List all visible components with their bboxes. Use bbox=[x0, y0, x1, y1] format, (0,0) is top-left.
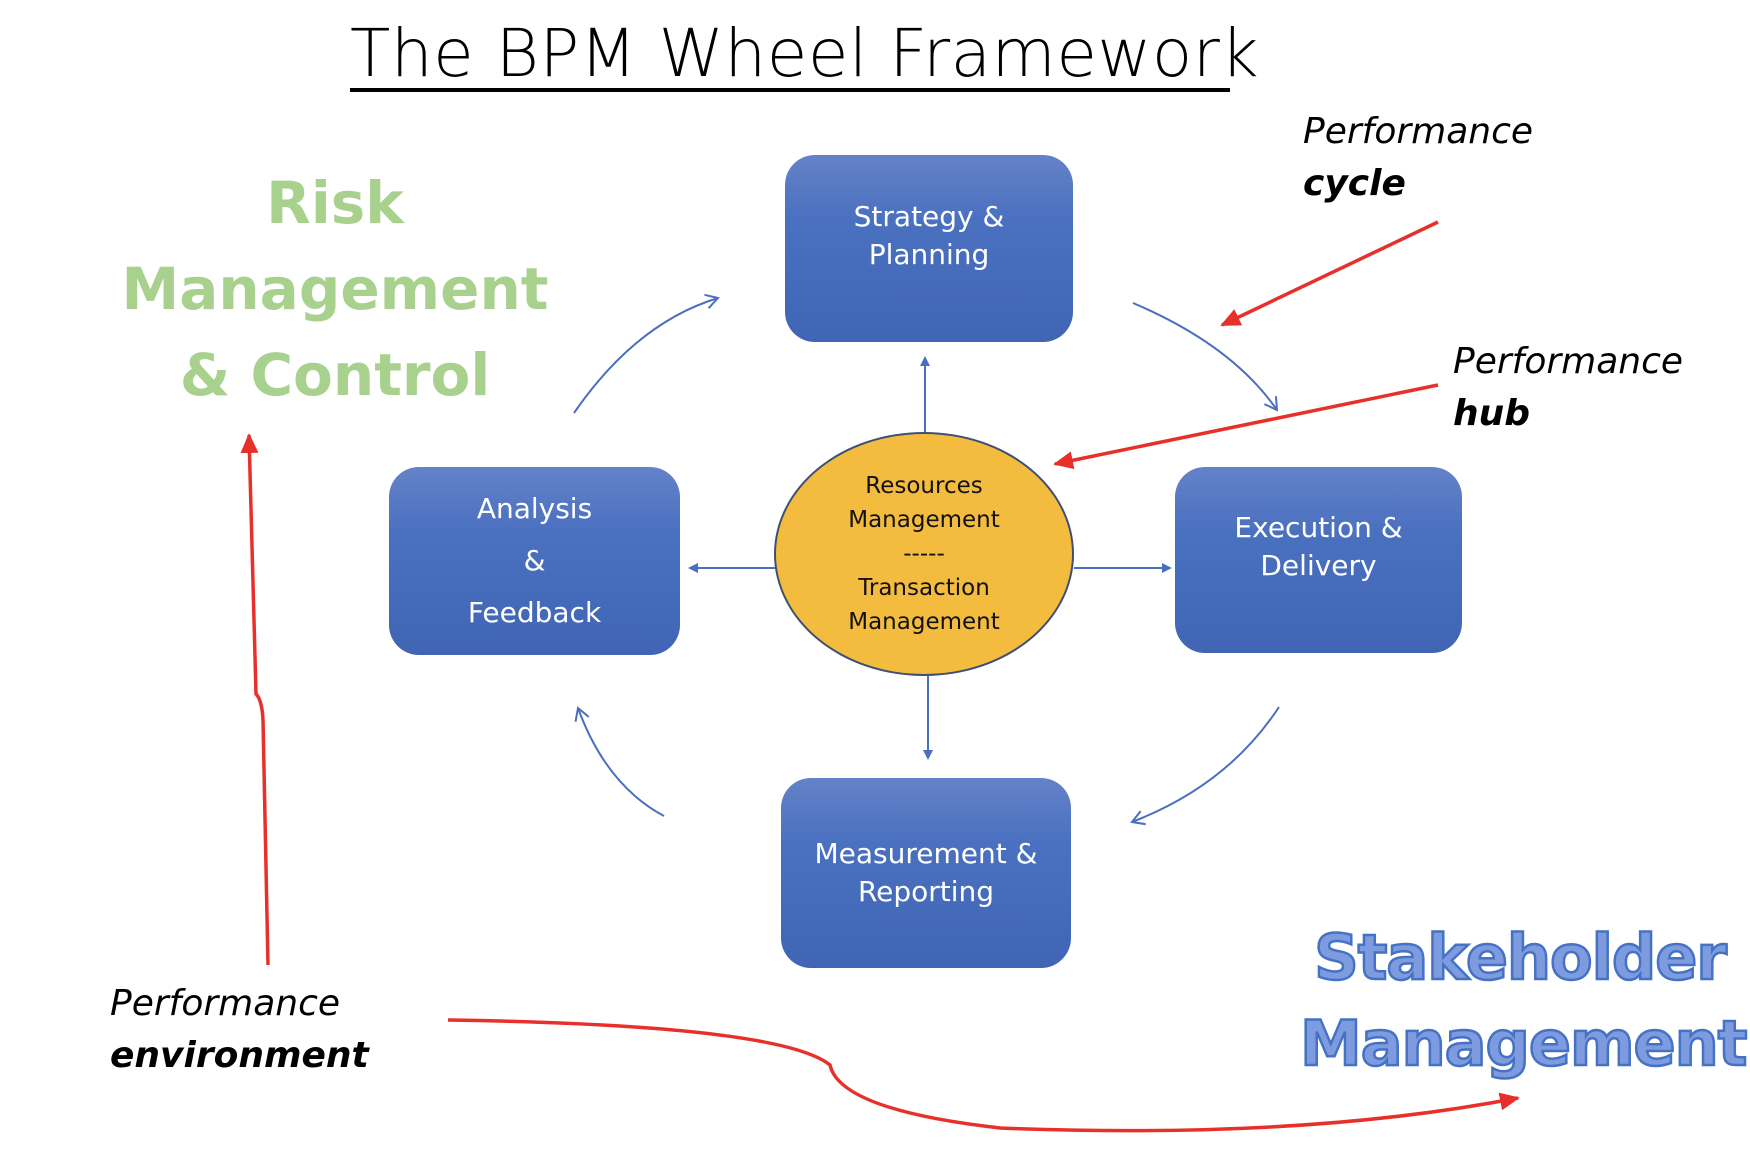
strategy-line-1: Strategy & bbox=[853, 199, 1005, 233]
stakeholder-line-2: Management bbox=[1299, 1006, 1749, 1082]
execution-line-2: Delivery bbox=[1260, 549, 1377, 582]
env-label-bold: environment bbox=[110, 1035, 369, 1076]
hub-line-4: Management bbox=[848, 609, 1000, 635]
hub-line-2: Management bbox=[848, 507, 1000, 533]
performance-cycle-label: Performance cycle bbox=[1303, 106, 1533, 210]
analysis-feedback-box: Analysis & Feedback bbox=[389, 467, 680, 655]
cycle-arrow-analysis-to-strategy bbox=[573, 293, 720, 414]
environment-right-arrow bbox=[447, 1018, 1520, 1133]
hub-line-1: Resources bbox=[865, 473, 983, 499]
measurement-line-1: Measurement & bbox=[814, 837, 1038, 870]
title-underline bbox=[350, 88, 1230, 92]
hub-line-3: Transaction bbox=[858, 575, 990, 601]
hub-divider: ----- bbox=[903, 541, 945, 567]
stakeholder-line-1: Stakeholder bbox=[1313, 920, 1728, 996]
hub-annotation-arrow bbox=[1053, 383, 1439, 470]
strategy-line-2: Planning bbox=[868, 237, 990, 271]
risk-management-label: Risk Management & Control bbox=[50, 160, 620, 418]
cycle-label-normal: Performance bbox=[1303, 111, 1534, 152]
execution-delivery-box: Execution & Delivery bbox=[1175, 467, 1462, 653]
measurement-reporting-box: Measurement & Reporting bbox=[781, 778, 1071, 968]
environment-up-arrow bbox=[240, 433, 270, 966]
risk-line-2: & Control bbox=[179, 341, 491, 409]
env-label-normal: Performance bbox=[110, 983, 341, 1024]
execution-line-1: Execution & bbox=[1234, 511, 1403, 544]
cycle-arrow-measurement-to-analysis bbox=[574, 706, 665, 817]
analysis-line-3: Feedback bbox=[467, 596, 602, 629]
performance-hub-label: Performance hub bbox=[1453, 336, 1683, 440]
measurement-line-2: Reporting bbox=[857, 875, 995, 908]
cycle-label-bold: cycle bbox=[1303, 163, 1406, 204]
resources-transaction-hub: Resources Management ----- Transaction M… bbox=[774, 432, 1074, 676]
analysis-line-2: & bbox=[523, 544, 546, 577]
cycle-arrow-strategy-to-execution bbox=[1132, 302, 1279, 412]
cycle-arrow-execution-to-measurement bbox=[1130, 706, 1280, 826]
risk-line-1: Risk Management bbox=[121, 169, 549, 323]
cycle-annotation-arrow bbox=[1220, 220, 1439, 327]
strategy-planning-box: Strategy & Planning bbox=[785, 155, 1073, 342]
analysis-line-1: Analysis bbox=[476, 492, 593, 525]
performance-environment-label: Performance environment bbox=[110, 978, 369, 1082]
hub-label-normal: Performance bbox=[1453, 341, 1684, 382]
hub-label-bold: hub bbox=[1453, 393, 1531, 434]
page-title: The BPM Wheel Framework bbox=[350, 15, 1260, 92]
stakeholder-management-label: Stakeholder Management bbox=[1299, 915, 1749, 1087]
